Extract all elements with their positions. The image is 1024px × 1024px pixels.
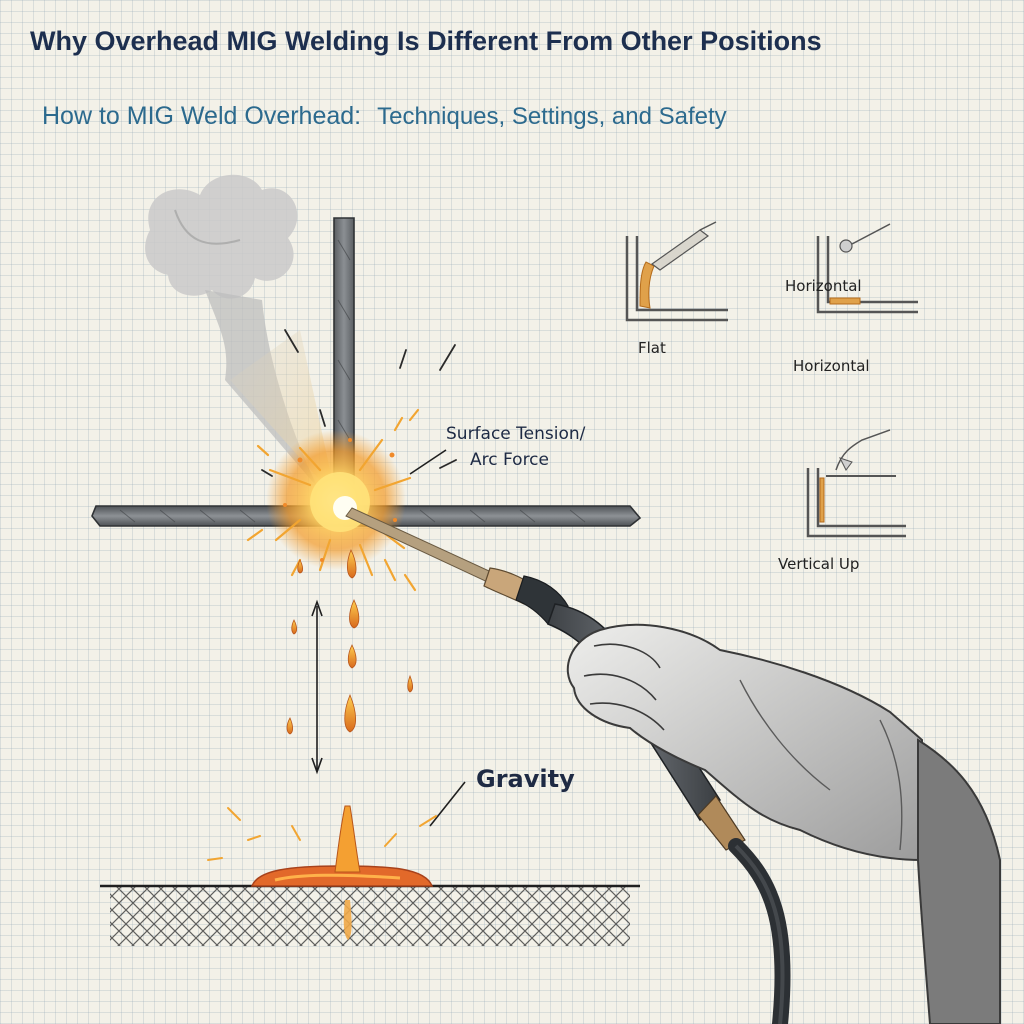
flat-position-label: Flat: [638, 339, 666, 357]
horizontal-position-label: Horizontal: [785, 277, 862, 295]
horizontal-position-label-2: Horizontal: [793, 357, 870, 375]
subtitle-main: How to MIG Weld Overhead:: [42, 102, 361, 130]
gravity-arrow: [312, 602, 322, 772]
surface-tension-line2: Arc Force: [446, 447, 585, 473]
vertical-up-position-label: Vertical Up: [778, 555, 859, 573]
flat-position-thumbnail: [627, 222, 728, 320]
ground-surface: [100, 806, 640, 946]
page-title: Why Overhead MIG Welding Is Different Fr…: [30, 26, 1020, 57]
subtitle-secondary: Techniques, Settings, and Safety: [377, 103, 727, 130]
surface-tension-line1: Surface Tension/: [446, 421, 585, 447]
gravity-label: Gravity: [476, 765, 575, 793]
surface-tension-label: Surface Tension/ Arc Force: [446, 421, 585, 473]
horizontal-position-thumbnail: [818, 224, 918, 312]
vertical-up-position-thumbnail: [808, 430, 906, 536]
page-subtitle: How to MIG Weld Overhead: Techniques, Set…: [42, 102, 942, 131]
